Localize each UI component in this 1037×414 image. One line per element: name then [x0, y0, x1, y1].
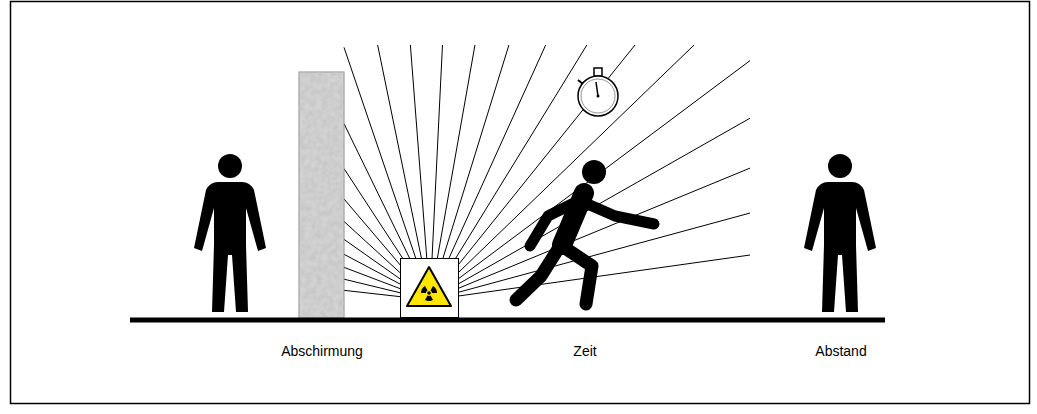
- ground-line: [130, 318, 885, 323]
- frame: [11, 2, 1030, 404]
- person-body: [194, 182, 266, 312]
- person-leg: [562, 246, 592, 304]
- person-running: [516, 160, 654, 304]
- person-head: [828, 154, 852, 178]
- stopwatch-dial: [581, 79, 615, 113]
- trefoil-center: [427, 291, 431, 295]
- warning-triangle: [407, 267, 451, 306]
- stopwatch-face: [578, 76, 618, 116]
- person-shielded: [194, 154, 266, 312]
- trefoil-blade: [425, 296, 433, 301]
- stopwatch-pivot: [597, 95, 600, 98]
- radiation-source-box: [401, 259, 459, 318]
- radiation-ray: [430, 45, 635, 300]
- trefoil-symbol: [420, 286, 438, 301]
- caption-label: Abschirmung: [281, 343, 363, 359]
- radiation-ray: [430, 45, 694, 300]
- caption-label: Zeit: [573, 343, 596, 359]
- stopwatch-crown: [594, 68, 602, 76]
- person-head: [218, 154, 242, 178]
- shielding-wall: [299, 72, 344, 318]
- person-distant: [804, 154, 876, 312]
- person-arm: [583, 202, 654, 224]
- stopwatch: [578, 68, 618, 116]
- stopwatch-hand: [596, 82, 598, 96]
- person-body: [804, 182, 876, 312]
- person-arm: [530, 200, 580, 246]
- person-leg: [516, 246, 560, 300]
- wall-texture: [299, 72, 344, 318]
- caption-label: Abstand: [815, 343, 866, 359]
- person-head: [582, 160, 606, 184]
